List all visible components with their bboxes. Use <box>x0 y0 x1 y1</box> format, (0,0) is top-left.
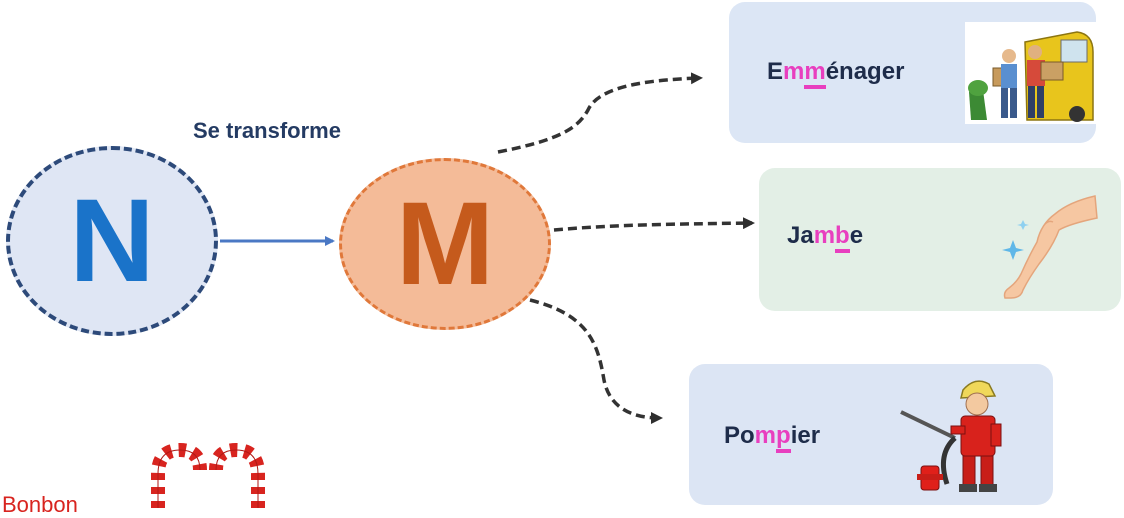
word-segment-highlight: m <box>783 58 805 85</box>
example-card-pompier: Pompier <box>689 364 1053 505</box>
leg-picture <box>1002 195 1098 299</box>
transform-label: Se transforme <box>193 118 341 143</box>
example-word-jambe: Jambe <box>787 222 864 253</box>
word-segment: e <box>849 222 864 249</box>
arrow-to-emmenager <box>497 72 703 154</box>
word-segment-highlight: m <box>813 222 836 249</box>
letter-n-circle: N <box>6 146 218 336</box>
candy-cane-picture <box>151 442 265 508</box>
example-card-emmenager: Emménager <box>729 2 1097 143</box>
firefighter-picture <box>900 380 1002 492</box>
word-segment: énager <box>825 58 905 85</box>
word-segment: Po <box>724 422 755 449</box>
word-segment: Ja <box>787 222 814 249</box>
word-segment-underline: b <box>835 222 850 253</box>
word-segment: E <box>767 58 784 85</box>
letter-m-circle: M <box>339 158 551 330</box>
word-segment-highlight: m <box>754 422 777 449</box>
word-segment-underline: p <box>776 422 791 453</box>
letter-m: M <box>395 178 495 310</box>
arrow-to-jambe <box>553 217 755 232</box>
arrow-to-pompier <box>529 298 663 424</box>
bonbon-label: Bonbon <box>2 492 78 517</box>
word-segment: ier <box>790 422 821 449</box>
example-card-jambe: Jambe <box>759 168 1121 311</box>
word-segment-underline: m <box>804 58 826 89</box>
example-word-emmenager: Emménager <box>767 58 905 89</box>
example-word-pompier: Pompier <box>724 422 821 453</box>
letter-n: N <box>69 175 155 307</box>
movers-picture <box>965 22 1097 124</box>
